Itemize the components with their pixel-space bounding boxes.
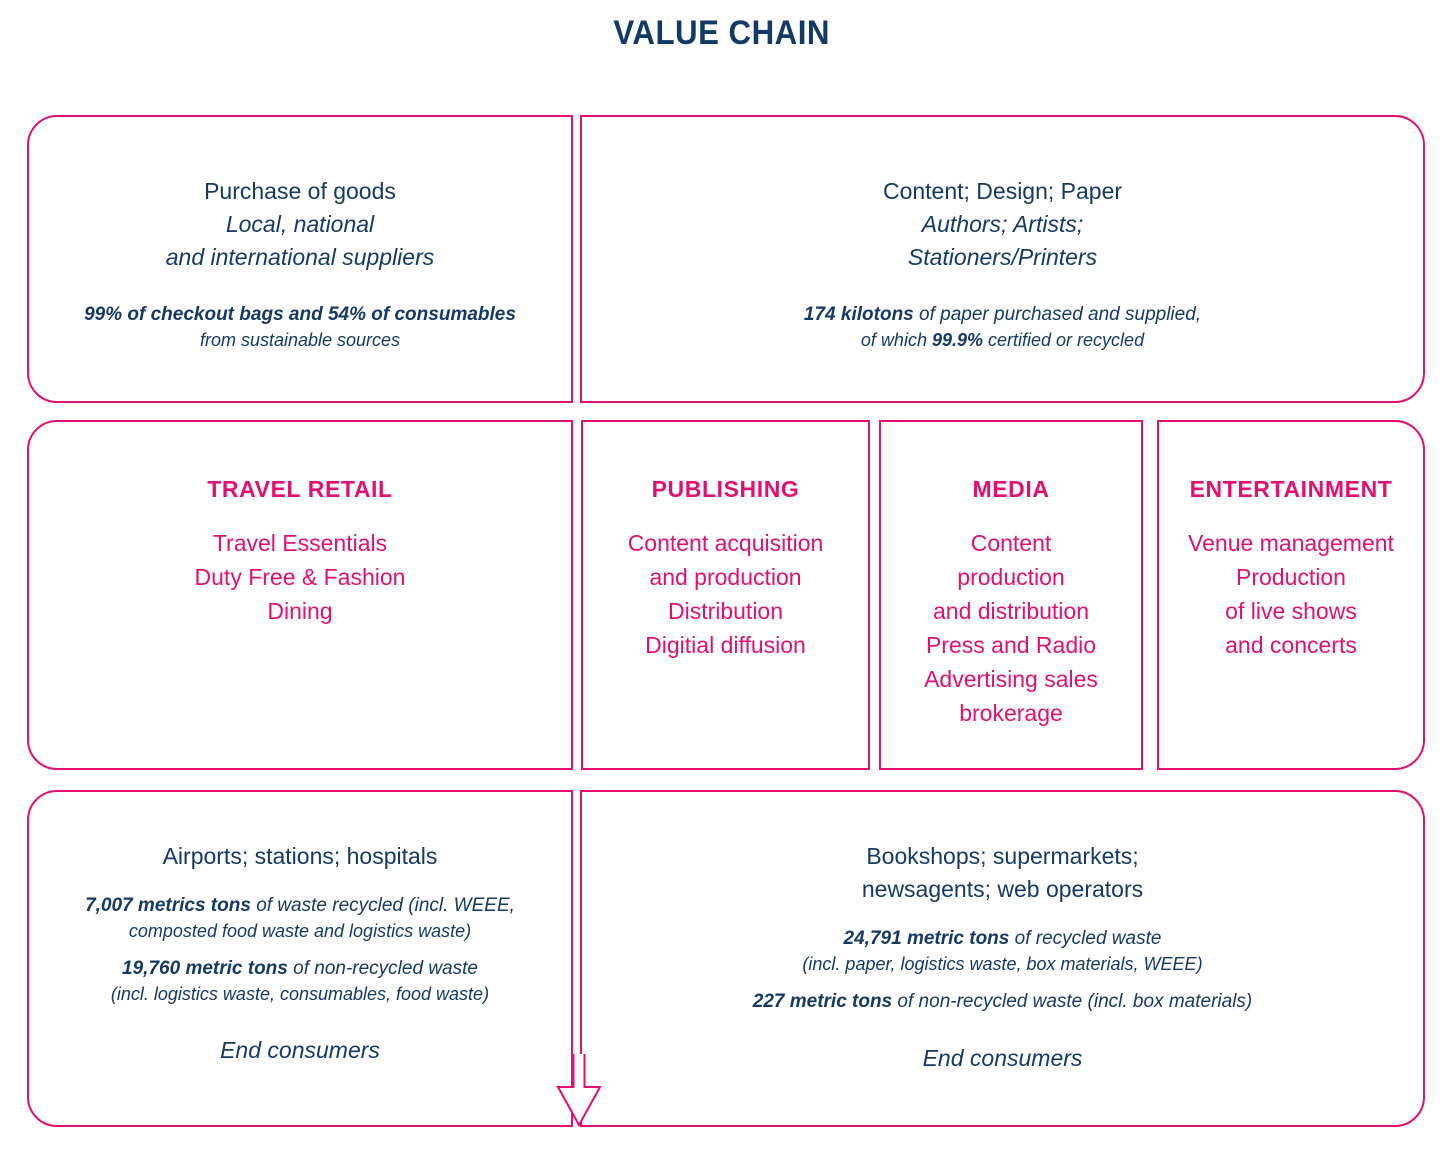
airports-stat-1-strong: 7,007 metrics tons [85,895,251,916]
travel-retail-line-3: Dining [267,598,333,624]
airports-stat-2-regular: of non-recycled waste [287,958,478,979]
bookshops-heading-line-2: newsagents; web operators [861,876,1144,902]
box-entertainment: ENTERTAINMENT Venue management Productio… [1157,420,1425,770]
airports-heading: Airports; stations; hospitals [162,843,438,869]
content-stat-line-1: 174 kilotons of paper purchased and supp… [804,302,1201,328]
content-subheading-line-2: Stationers/Printers [907,244,1098,270]
purchase-stat-sub: from sustainable sources [199,330,401,350]
page-header: VALUE CHAIN [0,0,1443,112]
box-bookshops-supermarkets: Bookshops; supermarkets; newsagents; web… [580,790,1425,1127]
entertainment-line-4: and concerts [1225,632,1357,658]
publishing-line-3: Distribution [667,598,784,624]
bookshops-stat-2: 227 metric tons of non-recycled waste (i… [753,989,1253,1015]
content-stat-line-2: of which 99.9% certified or recycled [861,328,1144,353]
media-line-6: brokerage [959,700,1063,726]
bookshops-stat-2-regular: of non-recycled waste (incl. box materia… [892,991,1253,1012]
media-line-3: and distribution [933,598,1089,624]
airports-stat-2-strong: 19,760 metric tons [122,958,288,979]
bookshops-stat-1-sub: (incl. paper, logistics waste, box mater… [802,954,1203,974]
entertainment-title: ENTERTAINMENT [1189,476,1393,502]
bookshops-stat-1-strong: 24,791 metric tons [843,928,1010,949]
box-media: MEDIA Content production and distributio… [879,420,1143,770]
box-purchase-of-goods: Purchase of goods Local, national and in… [27,115,573,403]
box-airports-stations-hospitals: Airports; stations; hospitals 7,007 metr… [27,790,573,1127]
airports-stat-1-sub: composted food waste and logistics waste… [128,921,472,941]
airports-stat-2: 19,760 metric tons of non-recycled waste [122,956,478,982]
bookshops-end-consumers: End consumers [922,1045,1083,1071]
content-stat-sub-prefix: of which [860,330,932,350]
airports-stat-1: 7,007 metrics tons of waste recycled (in… [85,893,515,919]
box-publishing: PUBLISHING Content acquisition and produ… [581,420,870,770]
publishing-title: PUBLISHING [651,476,800,502]
media-line-4: Press and Radio [925,632,1097,658]
purchase-subheading-line-1: Local, national [225,211,375,237]
entertainment-line-1: Venue management [1188,530,1394,556]
media-line-5: Advertising sales [924,666,1098,692]
bookshops-stat-1-regular: of recycled waste [1009,928,1162,949]
content-stat-strong: 174 kilotons [803,304,914,325]
box-content-design-paper: Content; Design; Paper Authors; Artists;… [580,115,1425,403]
publishing-line-4: Digitial diffusion [645,632,806,658]
box-travel-retail: TRAVEL RETAIL Travel Essentials Duty Fre… [27,420,573,770]
bookshops-heading-line-1: Bookshops; supermarkets; [866,843,1139,869]
content-stat-sub-suffix: certified or recycled [983,330,1145,350]
content-stat-regular: of paper purchased and supplied, [913,304,1202,325]
publishing-line-2: and production [649,564,802,590]
purchase-heading: Purchase of goods [204,178,396,204]
travel-retail-line-1: Travel Essentials [212,530,388,556]
travel-retail-line-2: Duty Free & Fashion [194,564,406,590]
airports-stat-1-regular: of waste recycled (incl. WEEE, [250,895,515,916]
entertainment-line-3: of live shows [1225,598,1357,624]
content-stat-sub-strong: 99.9% [931,330,984,350]
content-heading: Content; Design; Paper [882,178,1123,204]
media-title: MEDIA [972,476,1050,502]
purchase-stat: 99% of checkout bags and 54% of consumab… [84,304,516,325]
publishing-line-1: Content acquisition [627,530,824,556]
purchase-subheading-line-2: and international suppliers [165,244,435,270]
bookshops-stat-2-strong: 227 metric tons [752,991,893,1012]
airports-stat-2-sub: (incl. logistics waste, consumables, foo… [110,984,490,1004]
content-subheading-line-1: Authors; Artists; [921,211,1084,237]
entertainment-line-2: Production [1236,564,1346,590]
media-line-2: production [957,564,1065,590]
airports-end-consumers: End consumers [220,1037,380,1063]
page-title: VALUE CHAIN [613,14,830,52]
bookshops-stat-1: 24,791 metric tons of recycled waste [844,926,1162,952]
media-line-1: Content [970,530,1052,556]
travel-retail-title: TRAVEL RETAIL [207,476,393,502]
